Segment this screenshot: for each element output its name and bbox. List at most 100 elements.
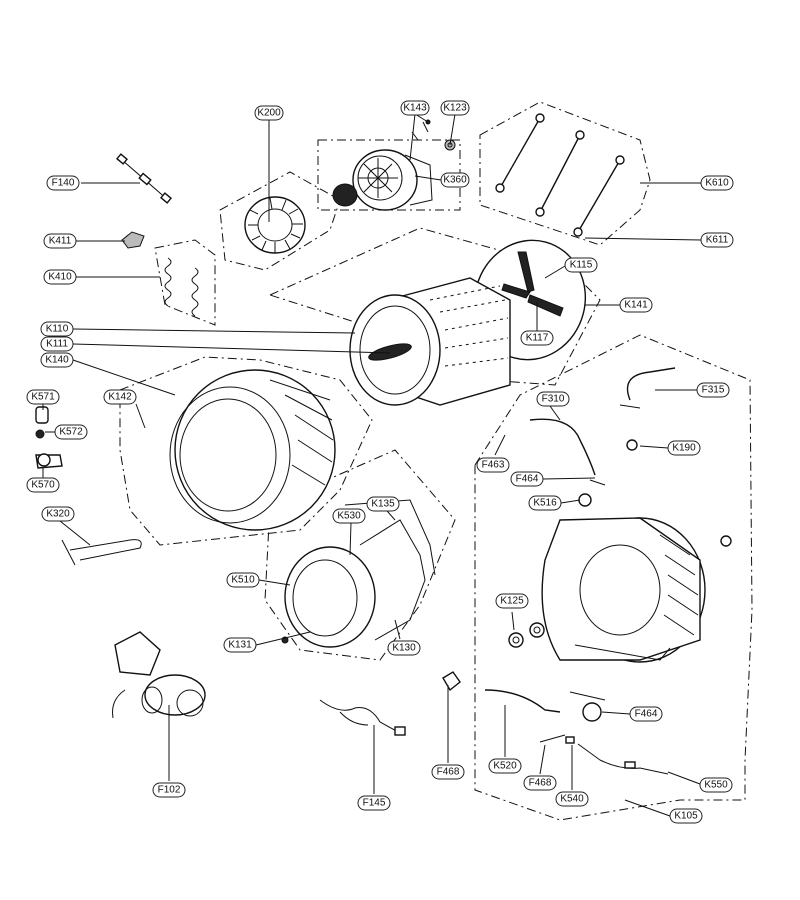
svg-text:K143: K143: [403, 103, 427, 114]
svg-text:K410: K410: [48, 272, 72, 283]
svg-text:K611: K611: [706, 235, 729, 246]
svg-text:F468: F468: [437, 767, 460, 778]
wire-harness-part: [319, 699, 406, 736]
label-F145: F145: [357, 795, 391, 811]
svg-text:K200: K200: [257, 108, 281, 119]
label-K190: K190: [667, 440, 701, 456]
label-K520: K520: [488, 758, 522, 774]
rod-part: [116, 153, 172, 204]
svg-text:K190: K190: [672, 443, 696, 454]
label-K142: K142: [103, 389, 137, 405]
label-K110: K110: [40, 321, 74, 337]
svg-text:K135: K135: [371, 499, 395, 510]
label-K540: K540: [555, 791, 589, 807]
label-F310: F310: [536, 391, 570, 407]
label-K123: K123: [440, 100, 470, 116]
label-K117: K117: [520, 330, 554, 346]
label-F468-top: F468: [431, 764, 465, 780]
heater-part: [61, 539, 142, 566]
svg-text:K110: K110: [46, 324, 69, 335]
label-F102: F102: [152, 782, 186, 798]
label-K530: K530: [332, 508, 366, 524]
label-K610: K610: [700, 175, 734, 191]
label-K510: K510: [226, 572, 260, 588]
svg-text:K510: K510: [231, 575, 255, 586]
seals-part: [508, 622, 545, 648]
label-K105: K105: [669, 808, 703, 824]
svg-text:K360: K360: [443, 175, 467, 186]
label-K572: K572: [54, 424, 88, 440]
svg-text:F468: F468: [529, 778, 552, 789]
svg-text:K125: K125: [500, 596, 524, 607]
label-K320: K320: [41, 506, 75, 522]
label-F463: F463: [476, 457, 510, 473]
label-F464-upper: F464: [510, 471, 544, 487]
svg-text:F310: F310: [542, 394, 565, 405]
label-K140: K140: [40, 352, 74, 368]
springs-part: [164, 257, 199, 317]
svg-text:K105: K105: [674, 811, 698, 822]
sensor-wire-part: [577, 743, 669, 775]
svg-text:K320: K320: [46, 509, 70, 520]
svg-text:K550: K550: [704, 780, 728, 791]
dampers-part: [495, 113, 625, 237]
svg-text:F145: F145: [363, 798, 386, 809]
label-K570: K570: [26, 477, 60, 493]
label-K135: K135: [366, 496, 400, 512]
svg-text:K142: K142: [108, 392, 132, 403]
svg-text:K111: K111: [46, 339, 68, 350]
svg-text:K571: K571: [31, 392, 55, 403]
svg-text:K140: K140: [45, 355, 69, 366]
svg-text:K117: K117: [526, 333, 549, 344]
label-K516: K516: [528, 495, 562, 511]
svg-text:K411: K411: [49, 236, 72, 247]
label-K550: K550: [699, 777, 733, 793]
front-tub-part: [169, 369, 336, 531]
label-K111: K111: [40, 336, 74, 352]
svg-text:K572: K572: [59, 427, 83, 438]
pump-part: [112, 631, 206, 719]
label-K411: K411: [43, 233, 77, 249]
label-K571: K571: [26, 389, 60, 405]
svg-text:K123: K123: [443, 103, 467, 114]
label-F140: F140: [46, 175, 80, 191]
svg-text:K115: K115: [570, 260, 593, 271]
label-K410: K410: [43, 269, 77, 285]
label-K611: K611: [700, 232, 734, 248]
rear-tub-part: [541, 517, 732, 663]
hoses-part: [529, 367, 676, 507]
svg-text:K610: K610: [705, 178, 729, 189]
svg-text:K540: K540: [560, 794, 584, 805]
label-K141: K141: [619, 297, 653, 313]
label-K360: K360: [440, 172, 470, 188]
label-F315: F315: [696, 382, 730, 398]
svg-text:K530: K530: [337, 511, 361, 522]
svg-text:K131: K131: [228, 640, 252, 651]
clip-part: [121, 231, 145, 249]
label-F464-lower: F464: [629, 706, 663, 722]
svg-text:F463: F463: [482, 460, 505, 471]
svg-text:F464: F464: [635, 709, 658, 720]
svg-text:K570: K570: [31, 480, 55, 491]
drain-hose-part: [484, 689, 606, 744]
svg-text:K520: K520: [493, 761, 517, 772]
svg-text:F140: F140: [52, 178, 75, 189]
fitting-part: [442, 671, 461, 692]
svg-text:K130: K130: [392, 643, 416, 654]
label-K125: K125: [495, 593, 529, 609]
leader-lines: [42, 113, 702, 817]
svg-text:F315: F315: [702, 385, 725, 396]
label-K143: K143: [400, 100, 430, 116]
label-K131: K131: [223, 637, 257, 653]
pulley-part: [352, 149, 433, 211]
svg-text:K141: K141: [624, 300, 648, 311]
svg-text:F102: F102: [158, 785, 181, 796]
label-K200: K200: [254, 105, 284, 121]
label-K130: K130: [387, 640, 421, 656]
drum-part: [349, 277, 511, 406]
group-outlines: [119, 101, 753, 821]
svg-text:K516: K516: [533, 498, 557, 509]
fastener-part: [411, 119, 456, 151]
small-valve-parts: [35, 406, 63, 469]
